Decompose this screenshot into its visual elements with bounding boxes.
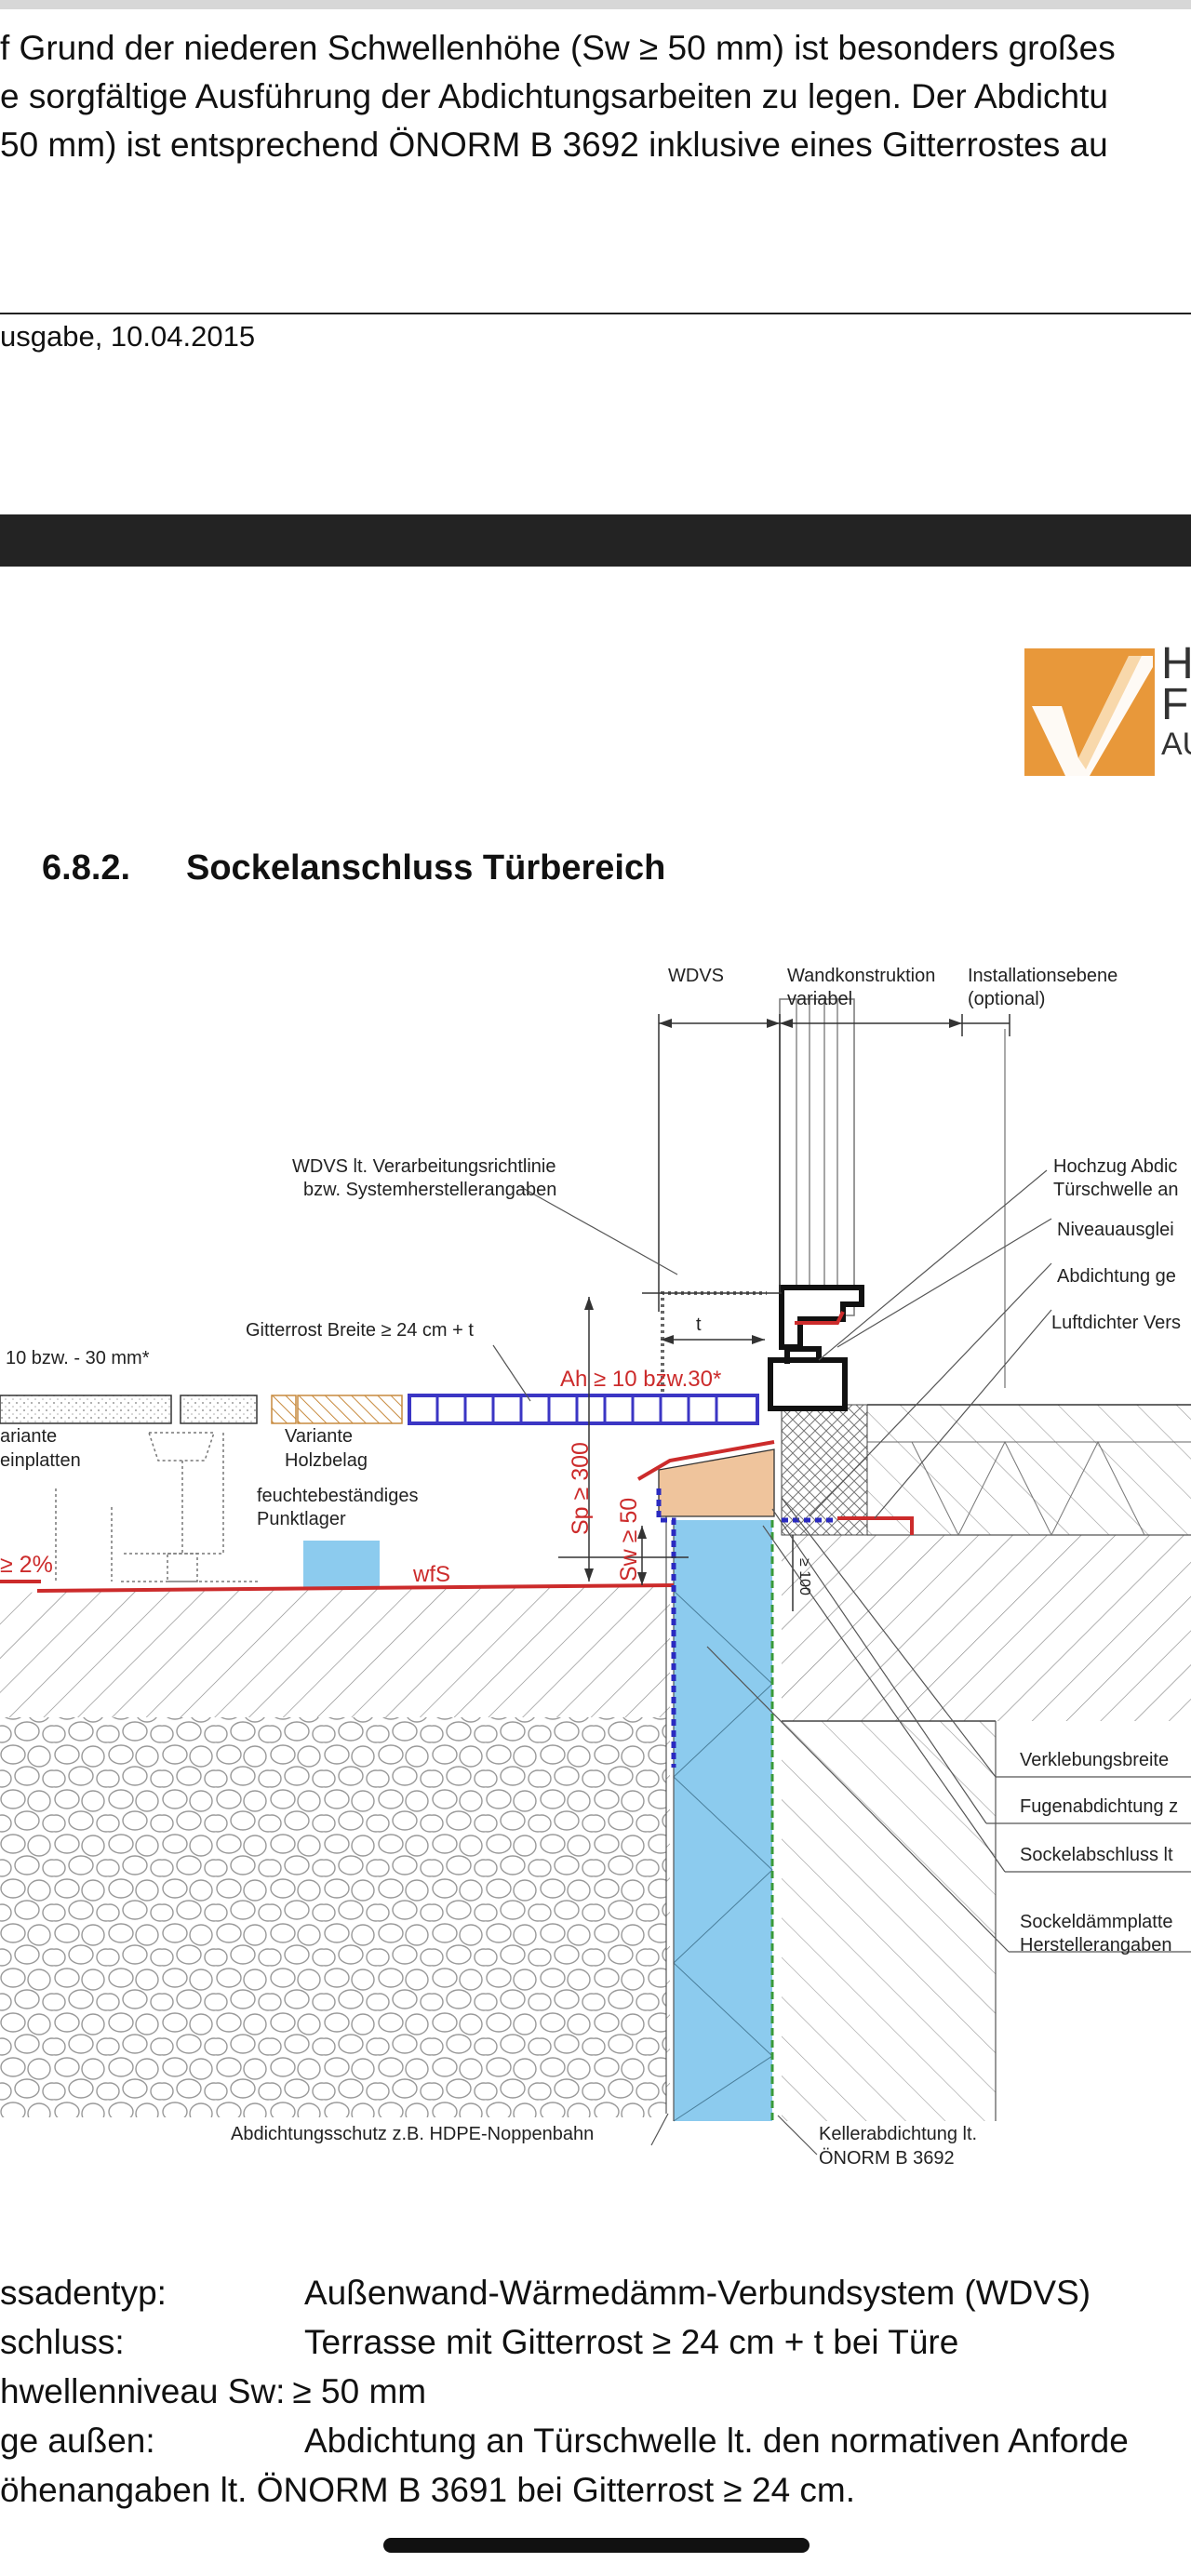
label-wdvs-rl-2: bzw. Systemherstellerangaben xyxy=(303,1180,556,1200)
spec-label: schluss: xyxy=(0,2323,125,2361)
label-ah: Ah ≥ 10 bzw.30* xyxy=(560,1367,721,1392)
label-sw: Sw ≥ 50 xyxy=(616,1498,642,1582)
label-variante-holz-1: Variante xyxy=(285,1426,353,1447)
spec-value: Abdichtung an Türschwelle lt. den normat… xyxy=(304,2422,1129,2460)
section-heading: 6.8.2. Sockelanschluss Türbereich xyxy=(42,848,665,888)
label-variante-left-1: ariante xyxy=(0,1426,57,1447)
top-edge-bar xyxy=(0,0,1191,9)
spec-value: ≥ 50 mm xyxy=(292,2372,427,2410)
label-sp: Sp ≥ 300 xyxy=(568,1442,594,1535)
label-keller-2: ÖNORM B 3692 xyxy=(819,2148,955,2169)
label-niveau: Niveauausglei xyxy=(1057,1220,1174,1240)
spec-label: öhenangaben lt. ÖNORM B 3691 bei Gitterr… xyxy=(0,2471,856,2509)
spec-list: ssadentyp: Außenwand-Wärmedämm-Verbundsy… xyxy=(0,2268,1191,2515)
page-header-band xyxy=(0,514,1191,567)
terrace-floor xyxy=(0,1394,759,1425)
dimension-arrows xyxy=(584,1019,962,1585)
label-luftdicht: Luftdichter Vers xyxy=(1051,1313,1181,1333)
punktlager xyxy=(303,1541,380,1589)
spec-row: hwellenniveau Sw:≥ 50 mm xyxy=(0,2367,1191,2416)
spec-row: schluss: Terrasse mit Gitterrost ≥ 24 cm… xyxy=(0,2317,1191,2367)
label-inst-2: (optional) xyxy=(968,989,1045,1009)
label-keller-1: Kellerabdichtung lt. xyxy=(819,2124,977,2144)
label-hochzug-1: Hochzug Abdic xyxy=(1053,1156,1177,1177)
label-variante-left-2: einplatten xyxy=(0,1450,81,1471)
seal-lines xyxy=(0,1311,914,1593)
label-wdvs: WDVS xyxy=(668,966,724,986)
spec-label: hwellenniveau Sw: xyxy=(0,2372,286,2410)
label-mm: 10 bzw. - 30 mm* xyxy=(6,1348,150,1368)
wall-section xyxy=(781,1029,1191,2121)
label-fugen: Fugenabdichtung z xyxy=(1020,1796,1178,1817)
label-hochzug-2: Türschwelle an xyxy=(1053,1180,1179,1200)
divider xyxy=(0,313,1191,314)
label-d100: ≥ 100 xyxy=(796,1558,812,1595)
label-variante-holz-2: Holzbelag xyxy=(285,1450,368,1471)
label-t: t xyxy=(696,1315,702,1335)
detail-drawing: WDVS Wandkonstruktion variabel Installat… xyxy=(0,966,1191,2169)
label-sockeld-2: Herstellerangaben xyxy=(1020,1935,1171,1955)
label-gefaelle: ≥ 2% xyxy=(0,1552,53,1578)
home-indicator[interactable] xyxy=(383,2538,810,2553)
label-wdvs-rl-1: WDVS lt. Verarbeitungsrichtlinie xyxy=(292,1156,555,1177)
intro-line: 50 mm) ist entsprechend ÖNORM B 3692 ink… xyxy=(0,126,1108,164)
label-inst-1: Installationsebene xyxy=(968,966,1117,986)
section-title: Sockelanschluss Türbereich xyxy=(186,848,666,888)
spec-label: ssadentyp: xyxy=(0,2274,167,2312)
company-logo xyxy=(1024,648,1155,776)
label-feucht-2: Punktlager xyxy=(257,1509,346,1529)
door-frame xyxy=(768,998,864,1411)
intro-line: f Grund der niederen Schwellenhöhe (Sw ≥… xyxy=(0,29,1116,67)
edition-date: usgabe, 10.04.2015 xyxy=(0,320,256,353)
blue-dashed-lines xyxy=(656,1488,837,1768)
leader-lines xyxy=(492,1169,1191,2156)
spec-value: Außenwand-Wärmedämm-Verbundsystem (WDVS) xyxy=(304,2274,1091,2312)
label-feucht-1: feuchtebeständiges xyxy=(257,1486,418,1506)
intro-paragraph: f Grund der niederen Schwellenhöhe (Sw ≥… xyxy=(0,24,1191,169)
label-wand-2: variabel xyxy=(787,989,852,1009)
label-schutz: Abdichtungsschutz z.B. HDPE-Noppenbahn xyxy=(231,2124,594,2144)
spec-row: ge außen: Abdichtung an Türschwelle lt. … xyxy=(0,2416,1191,2465)
spec-value: Terrasse mit Gitterrost ≥ 24 cm + t bei … xyxy=(304,2323,959,2361)
label-verkleb: Verklebungsbreite xyxy=(1020,1750,1169,1770)
label-wfs: wfS xyxy=(412,1562,450,1587)
soil-area xyxy=(0,1585,670,2117)
label-sockeld-1: Sockeldämmplatte xyxy=(1020,1912,1173,1932)
label-abdichtung: Abdichtung ge xyxy=(1057,1266,1176,1287)
supports xyxy=(55,1432,261,1582)
check-mark-icon xyxy=(1032,656,1153,776)
section-number: 6.8.2. xyxy=(42,848,131,888)
label-wand-1: Wandkonstruktion xyxy=(787,966,935,986)
spec-row: ssadentyp: Außenwand-Wärmedämm-Verbundsy… xyxy=(0,2268,1191,2317)
logo-wordmark: H F AU xyxy=(1161,639,1191,763)
label-gitterrost: Gitterrost Breite ≥ 24 cm + t xyxy=(246,1320,474,1341)
insulation xyxy=(665,1516,774,2122)
intro-line: e sorgfältige Ausführung der Abdichtungs… xyxy=(0,77,1108,115)
spec-label: ge außen: xyxy=(0,2422,155,2460)
label-sockelab: Sockelabschluss lt xyxy=(1020,1845,1173,1865)
spec-row: öhenangaben lt. ÖNORM B 3691 bei Gitterr… xyxy=(0,2465,1191,2515)
